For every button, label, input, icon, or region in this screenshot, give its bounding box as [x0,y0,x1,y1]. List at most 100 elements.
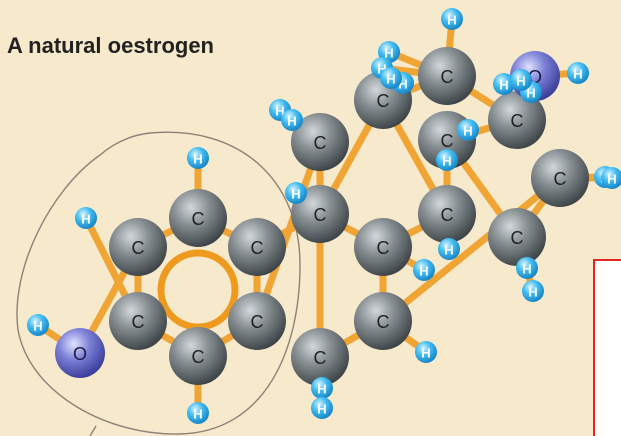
hydrogen-sphere [187,147,209,169]
hydrogen-atom-h6: H [311,377,333,399]
hydrogen-sphere [311,397,333,419]
hydrogen-label: H [193,407,202,422]
hydrogen-sphere [311,377,333,399]
aromatic-ring [157,249,239,331]
carbon-label: C [441,205,454,225]
hydrogen-atom-h23: H [601,167,621,189]
hydrogen-sphere [285,182,307,204]
oxygen-sphere [55,328,105,378]
carbon-sphere [488,91,546,149]
carbon-atom-c15: C [488,91,546,149]
hydrogen-label: H [526,86,535,101]
carbon-atom-c3: C [228,292,286,350]
outline-tail [89,425,97,436]
atoms-layer: CCCCCCCCCCCCCCCCCCOOHHHHHHHHHHHHHHHHHHHH… [27,8,621,424]
carbon-sphere [418,47,476,105]
oxygen-label: O [73,344,87,364]
carbon-atom-c2: C [228,218,286,276]
hydrogen-label: H [447,13,456,28]
hydrogen-sphere [438,238,460,260]
hydrogen-atom-h24: H [493,73,515,95]
carbon-atom-c10: C [291,328,349,386]
carbon-atom-c13: C [418,185,476,243]
carbon-atom-c7: C [291,185,349,243]
figure-title: A natural oestrogen [7,33,214,58]
hydrogen-atom-h11: H [415,341,437,363]
hydrogen-sphere [457,119,479,141]
carbon-atom-c18: C [531,149,589,207]
hydrogen-label: H [522,262,531,277]
hydrogen-sphere [281,109,303,131]
bond-c11-c3 [253,138,324,325]
hydrogen-label: H [463,124,472,139]
hydrogen-atom-h27: H [436,149,458,171]
hydrogen-label: H [398,77,407,92]
carbon-sphere [169,327,227,385]
hydrogen-label: H [384,46,393,61]
carbon-sphere [354,218,412,276]
hydrogen-label: H [573,67,582,82]
carbon-label: C [441,131,454,151]
hydrogen-atom-h10: H [413,259,435,281]
hydrogen-label: H [386,72,395,87]
hydrogen-atom-h26: H [510,69,532,91]
hydrogen-label: H [419,264,428,279]
hydrogen-sphere [436,149,458,171]
carbon-label: C [132,312,145,332]
carbon-label: C [251,238,264,258]
carbon-label: C [554,169,567,189]
carbon-atom-c9: C [354,292,412,350]
hydrogen-label: H [317,402,326,417]
carbon-label: C [192,209,205,229]
carbon-label: C [314,133,327,153]
hydrogen-sphere [516,257,538,279]
hydrogen-atom-h13: H [438,238,460,260]
hydrogen-label: H [291,187,300,202]
hydrogen-sphere [493,73,515,95]
carbon-label: C [377,91,390,111]
carbon-sphere [109,218,167,276]
hydrogen-atom-h4: H [75,207,97,229]
hydrogen-sphere [510,69,532,91]
hydrogen-sphere [415,341,437,363]
carbon-label: C [377,312,390,332]
hydrogen-atom-h2: H [567,62,589,84]
hydrogen-label: H [33,319,42,334]
carbon-label: C [314,205,327,225]
hydrogen-label: H [193,152,202,167]
hydrogen-atom-h20: H [516,257,538,279]
hydrogen-atom-h3: H [187,147,209,169]
carbon-label: C [132,238,145,258]
hydrogen-sphere [522,280,544,302]
hydrogen-atom-h5: H [187,402,209,424]
carbon-sphere [291,113,349,171]
hydrogen-sphere [27,314,49,336]
bond-c18-c9 [379,174,564,325]
carbon-sphere [169,189,227,247]
carbon-sphere [291,328,349,386]
hydrogen-atom-h19: H [457,119,479,141]
carbon-atom-c6: C [109,218,167,276]
hydrogen-label: H [528,285,537,300]
carbon-label: C [511,111,524,131]
carbon-sphere [488,208,546,266]
carbon-sphere [228,292,286,350]
hydrogen-sphere [601,167,621,189]
hydrogen-label: H [442,154,451,169]
hydrogen-label: H [287,114,296,129]
hydrogen-atom-h7: H [311,397,333,419]
hydrogen-sphere [380,67,402,89]
carbon-sphere [228,218,286,276]
hydrogen-atom-h21: H [522,280,544,302]
carbon-label: C [314,348,327,368]
hydrogen-label: H [81,212,90,227]
hydrogen-atom-h14: H [441,8,463,30]
hydrogen-label: H [516,74,525,89]
hydrogen-label: H [444,243,453,258]
carbon-label: C [511,228,524,248]
carbon-atom-c5: C [109,292,167,350]
carbon-sphere [354,292,412,350]
carbon-atom-c14: C [418,47,476,105]
hydrogen-label: H [499,78,508,93]
